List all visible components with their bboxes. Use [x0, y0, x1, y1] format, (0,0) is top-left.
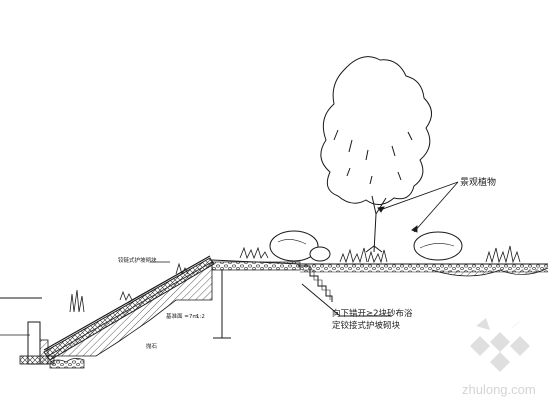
slope-revetment-label: 铰链式护坡砌块: [118, 256, 157, 264]
riprap-note-label: 抛石: [146, 342, 158, 350]
slope-ratio-label: 1:2: [196, 314, 205, 320]
groundcover-shrubs: [69, 245, 521, 313]
terrace-ground: [300, 263, 549, 277]
landscape-plants-label: 景观植物: [460, 176, 496, 188]
tree: [320, 56, 432, 253]
top-berm: [211, 259, 301, 339]
watermark-text: zhulong.com: [462, 382, 536, 397]
callout-text-line2: 定铰接式护坡砌块: [332, 320, 401, 331]
zhulong-logo: [470, 318, 530, 372]
boulders: [269, 230, 463, 262]
plants-leader-lines: [377, 181, 459, 233]
side-note-label: 基准面 =7m: [166, 312, 198, 320]
embankment-slope: [43, 255, 215, 369]
callout-leader-line: [301, 283, 392, 317]
water-level-line: [0, 297, 42, 336]
callout-text-line1: 向下错开≥2块砂布浴: [332, 308, 413, 319]
